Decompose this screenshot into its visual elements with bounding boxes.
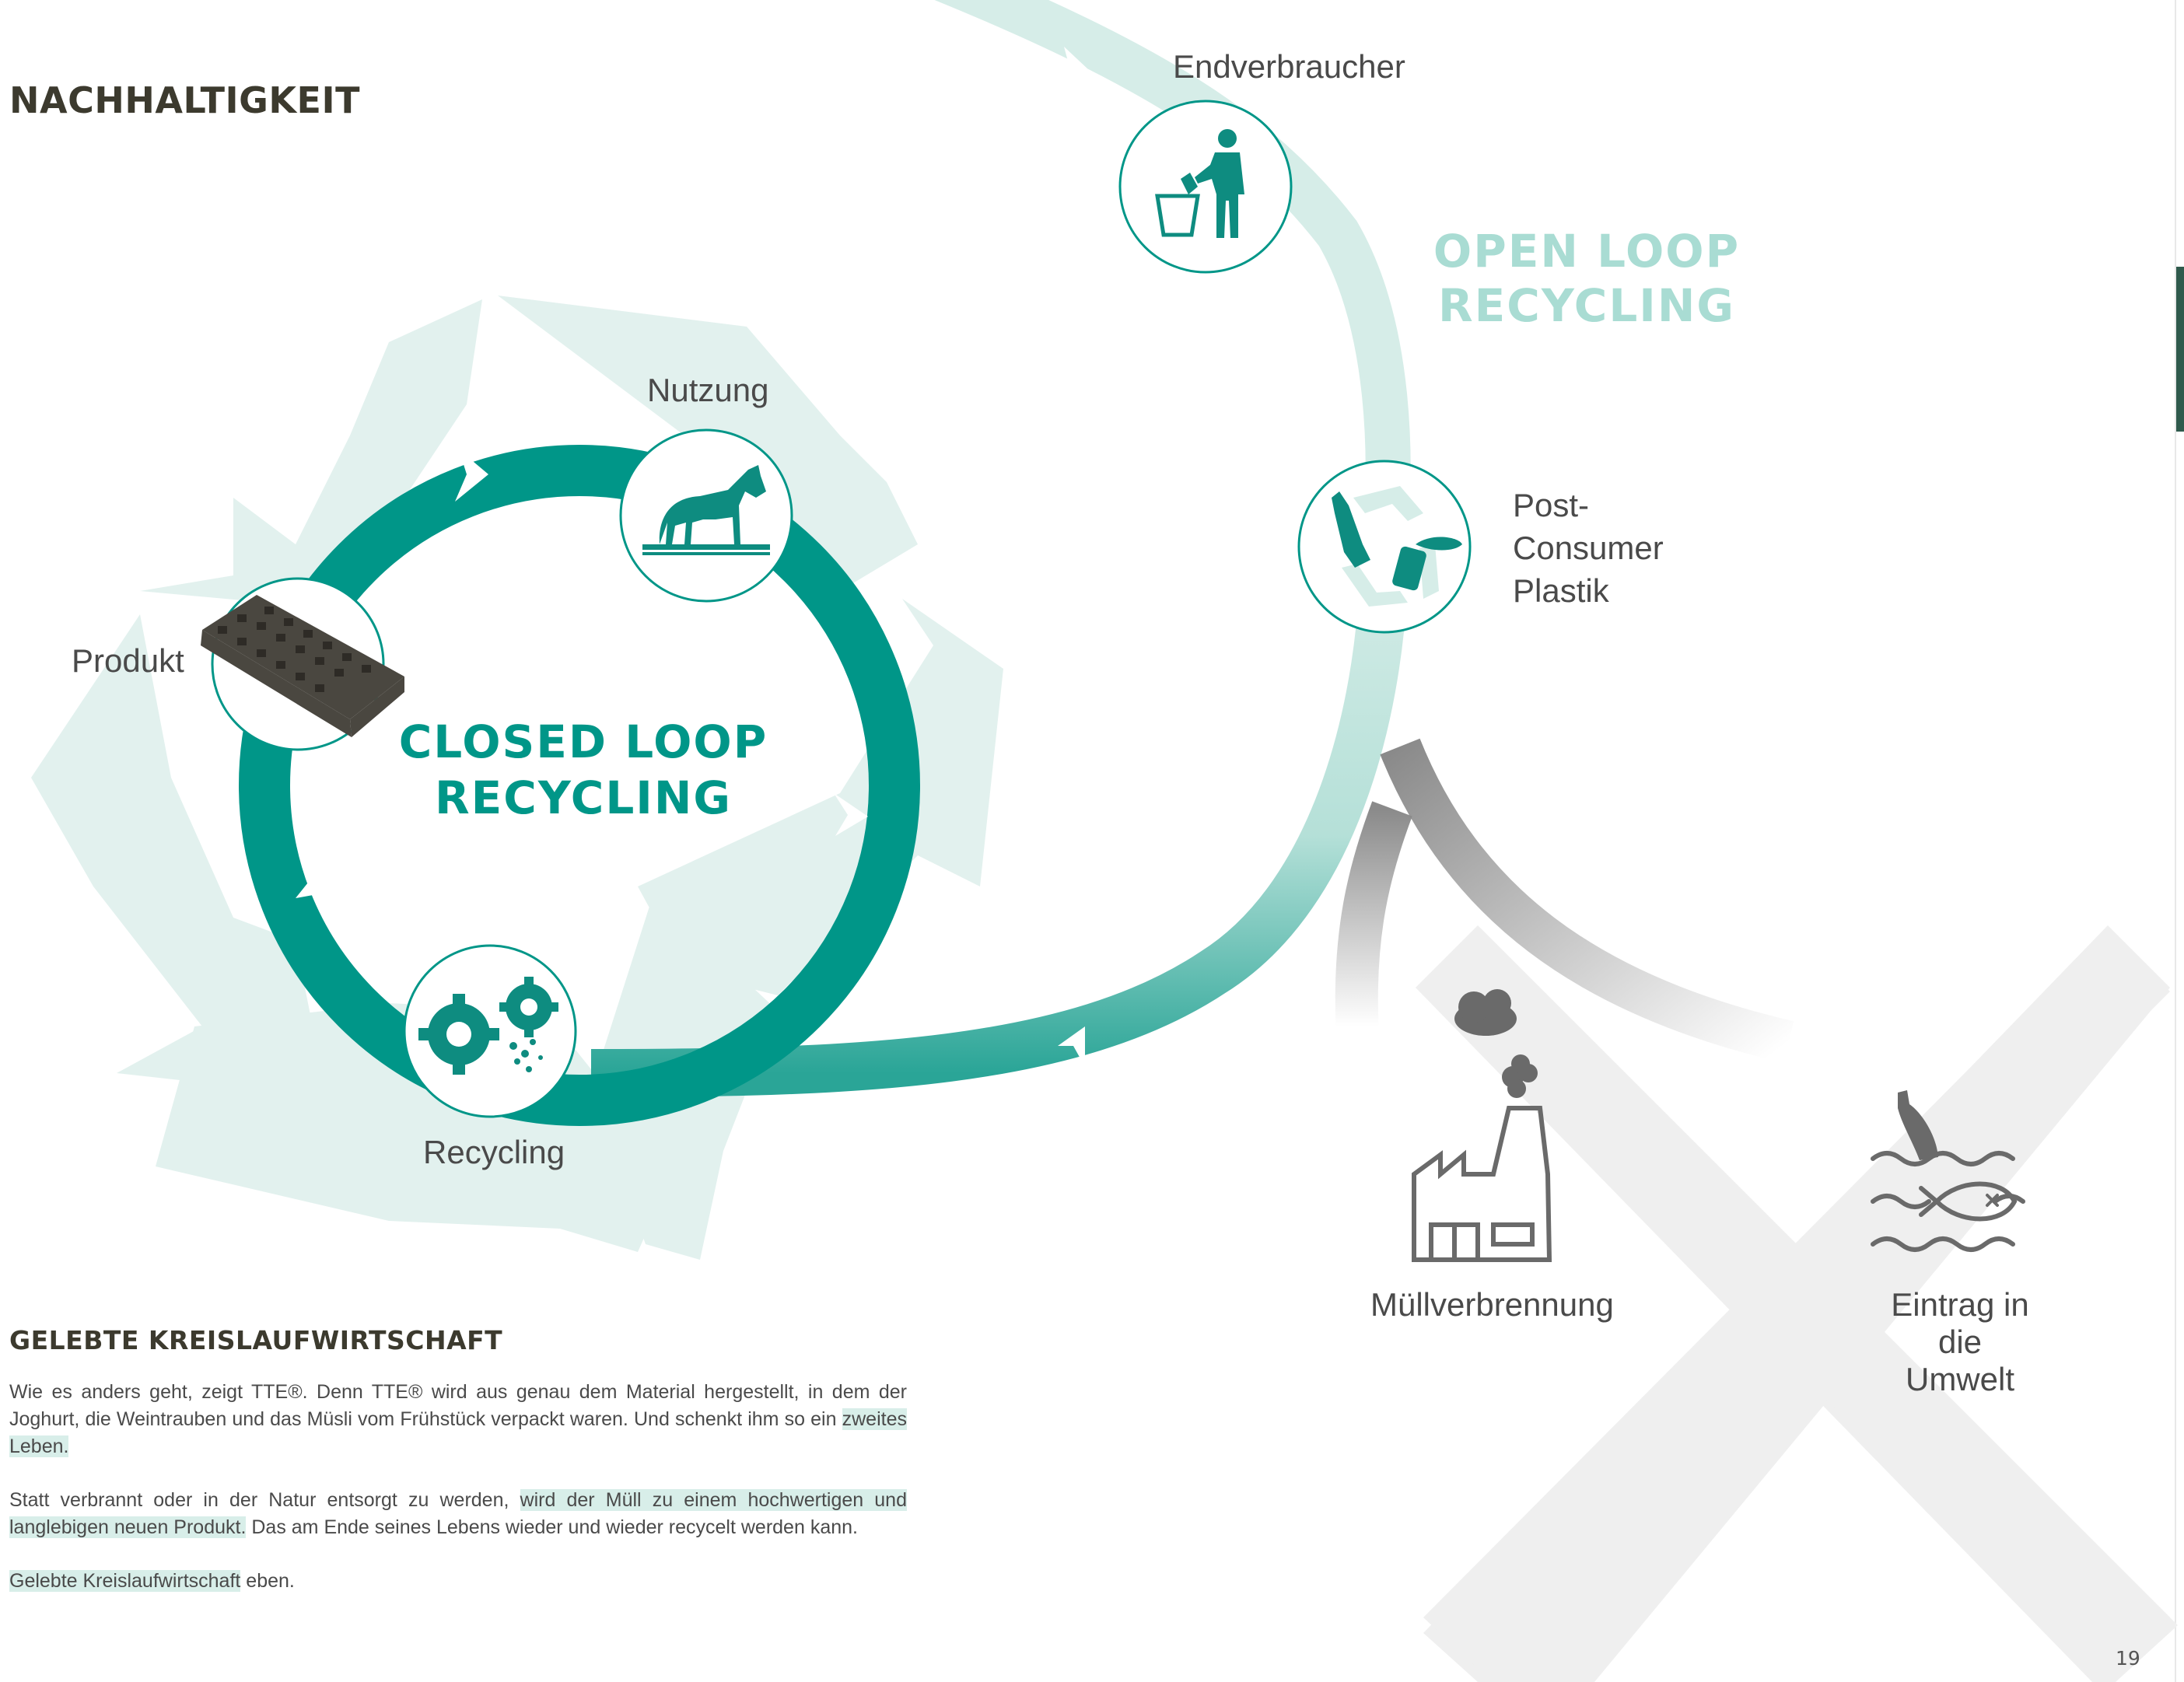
body-paragraph: Wie es anders geht, zeigt TTE®. Denn TTE… <box>9 1379 907 1460</box>
label-nutzung: Nutzung <box>647 372 769 408</box>
label-eintrag-line: Eintrag in <box>1891 1286 2029 1323</box>
label-post-consumer-line: Post- <box>1513 487 1590 523</box>
label-post-consumer: Post- Consumer Plastik <box>1513 484 1715 612</box>
gears-icon <box>418 977 558 1075</box>
open-loop-chevrons <box>1058 47 1357 1067</box>
incineration-branch <box>1335 801 1412 1028</box>
bottle-can-icon <box>1332 491 1462 591</box>
person-trash-icon <box>1155 129 1244 238</box>
node-produkt-circle <box>201 577 404 751</box>
label-eintrag-line: die Umwelt <box>1905 1324 2014 1397</box>
grid-panel-icon <box>201 595 404 737</box>
closed-loop-ring <box>239 445 920 1126</box>
environment-branch <box>1380 738 1794 1063</box>
paragraph-text: eben. <box>240 1570 295 1592</box>
label-endverbraucher: Endverbraucher <box>1173 48 1405 85</box>
polluted-water-icon <box>1871 1151 2025 1252</box>
label-post-consumer-line: Plastik <box>1513 572 1609 609</box>
recycle-arrows-icon <box>1342 486 1439 607</box>
label-post-consumer-line: Consumer <box>1513 530 1664 566</box>
section-title: GELEBTE KREISLAUFWIRTSCHAFT <box>9 1325 503 1355</box>
paragraph-text: Das am Ende seines Lebens wieder und wie… <box>246 1516 858 1538</box>
horse-icon <box>642 465 770 555</box>
label-eintrag-umwelt: Eintrag in die Umwelt <box>1882 1286 2038 1398</box>
body-paragraph: Gelebte Kreislaufwirtschaft eben. <box>9 1568 907 1595</box>
page-title: NACHHALTIGKEIT <box>9 79 360 121</box>
smoke-icon <box>1454 989 1538 1098</box>
paragraph-text: Statt verbrannt oder in der Natur entsor… <box>9 1489 520 1511</box>
floating-bottle-icon <box>1898 1090 1938 1160</box>
cross-fill-shape <box>1419 929 2170 1682</box>
label-produkt: Produkt <box>72 642 184 679</box>
open-loop-down-arc <box>590 544 1409 1097</box>
open-loop-title: OPEN LOOP RECYCLING <box>1433 225 1741 332</box>
page-edge-rule <box>2175 0 2176 1682</box>
node-post-consumer-circle <box>1297 460 1472 634</box>
node-recycling-circle <box>403 944 577 1118</box>
factory-icon <box>1412 1106 1552 1262</box>
label-muellverbrennung: Müllverbrennung <box>1370 1286 1614 1323</box>
node-nutzung-circle <box>619 428 793 603</box>
label-recycling: Recycling <box>423 1134 565 1170</box>
body-paragraph: Statt verbrannt oder in der Natur entsor… <box>9 1487 907 1541</box>
open-loop-arc <box>934 0 1411 547</box>
closed-loop-title: CLOSED LOOP RECYCLING <box>398 715 768 824</box>
page-number: 19 <box>2116 1647 2140 1670</box>
highlighted-text: Gelebte Kreislaufwirtschaft <box>9 1570 241 1592</box>
paragraph-text: Wie es anders geht, zeigt TTE®. Denn TTE… <box>9 1381 907 1430</box>
sidebar-accent-bar <box>2176 267 2184 432</box>
node-endverbraucher-circle <box>1118 100 1293 274</box>
closed-loop-chevrons <box>296 449 868 908</box>
